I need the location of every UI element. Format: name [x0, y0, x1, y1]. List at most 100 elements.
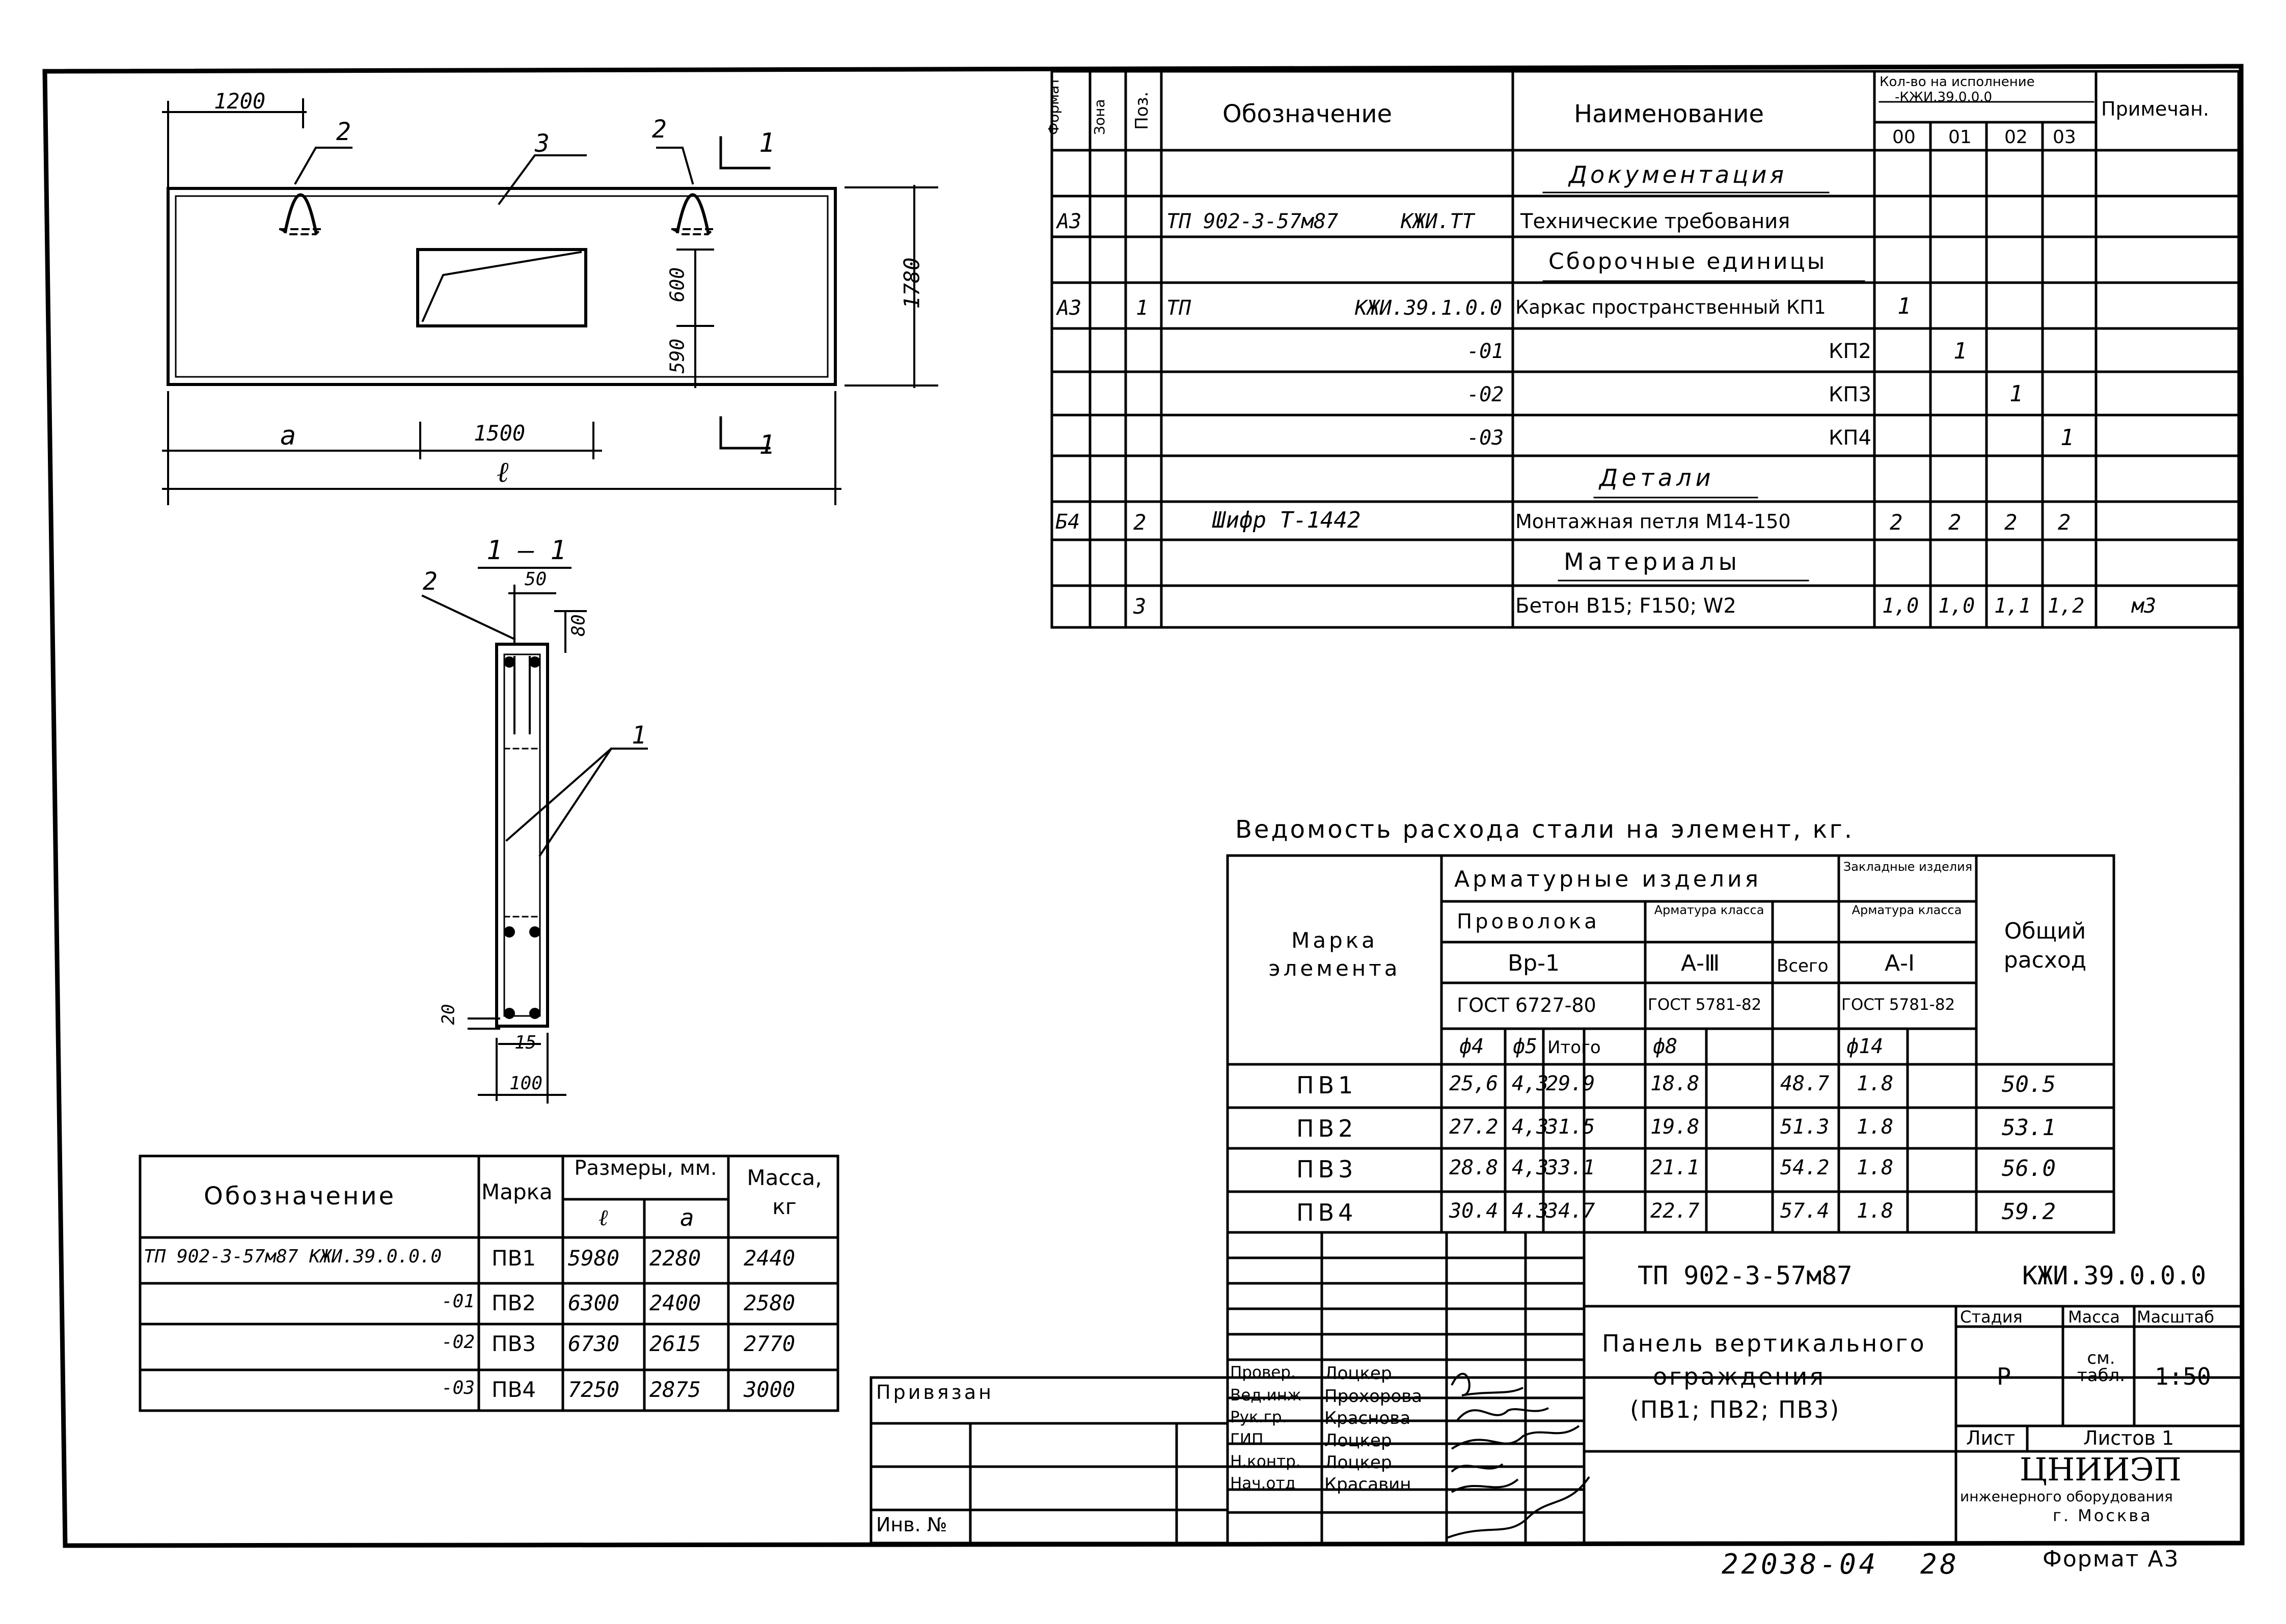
spec-h-zone: Зона: [1091, 99, 1108, 135]
steel-cell-d14: 1.8: [1857, 1156, 1894, 1179]
spec-cell-name: Бетон В15; F150; W2: [1515, 594, 1736, 618]
size-cell-mass: 2440: [744, 1246, 796, 1271]
pos-2-right-label: 2: [652, 115, 667, 144]
size-cell-mass: 3000: [744, 1377, 796, 1402]
steel-cell-vsego: 48.7: [1780, 1072, 1830, 1095]
spec-cell-format: А3: [1057, 296, 1082, 320]
size-cell-mass: 2580: [744, 1290, 796, 1315]
size-cell-a: 2280: [649, 1246, 701, 1271]
steel-cell-overall: 59.2: [2002, 1199, 2056, 1225]
spec-cell-q02: 1,1: [1994, 594, 2031, 618]
steel-cell-d4: 27.2: [1449, 1115, 1499, 1139]
title-block-grid: [869, 1231, 2243, 1545]
size-cell-mark: ПВ3: [492, 1331, 536, 1356]
steel-cell-itogo: 31.5: [1546, 1115, 1595, 1139]
footer-format: Формат А3: [2043, 1546, 2180, 1572]
steel-cell-d8: 18.8: [1650, 1072, 1700, 1095]
steel-h-gost2: ГОСТ 5781-82: [1648, 996, 1762, 1014]
section-mark-top: 1: [759, 128, 775, 158]
stamp-sheet: Лист: [1966, 1427, 2016, 1449]
size-h-a: a: [680, 1204, 694, 1231]
spec-h-format: Формат: [1045, 77, 1062, 135]
stamp-mass-header: Масса: [2068, 1307, 2120, 1327]
spec-cell-des-b: КЖИ.39.1.0.0: [1355, 296, 1502, 320]
stamp-title-1: Панель вертикального: [1602, 1330, 1926, 1357]
steel-cell-d4: 28.8: [1449, 1156, 1499, 1179]
steel-cell-d8: 21.1: [1650, 1156, 1700, 1179]
stamp-role: Н.контр.: [1230, 1452, 1301, 1471]
spec-h-name: Наименование: [1574, 100, 1764, 128]
spec-cell-name: Каркас пространственный КП1: [1515, 296, 1826, 318]
dim-l: ℓ: [497, 456, 509, 489]
steel-h-armcls: Арматура класса: [1654, 903, 1764, 917]
stamp-sheets: Листов 1: [2083, 1427, 2174, 1449]
stamp-title-2: ограждения: [1653, 1363, 1826, 1390]
steel-cell-mark: ПВ1: [1296, 1071, 1357, 1099]
spec-table-grid: [1050, 70, 2240, 629]
spec-cell-name: КП2: [1829, 340, 1871, 363]
spec-section-details: Детали: [1599, 464, 1715, 491]
size-h-dims: Размеры, мм.: [574, 1157, 717, 1180]
steel-cell-vsego: 54.2: [1780, 1156, 1830, 1179]
spec-cell-q00: 1: [1897, 293, 1911, 319]
footer-page: 28: [1920, 1548, 1960, 1580]
steel-h-a3: А-Ⅲ: [1681, 950, 1720, 976]
steel-cell-itogo: 33.1: [1546, 1156, 1595, 1179]
stamp-org-3: г. Москва: [2053, 1506, 2153, 1525]
steel-h-itogo: Итого: [1547, 1037, 1601, 1058]
spec-cell-des-a: ТП 902-3-57м87: [1166, 210, 1339, 233]
stamp-name: Краснова: [1324, 1408, 1411, 1428]
steel-h-bp1: Вр-1: [1508, 950, 1560, 976]
spec-cell-format: Б4: [1055, 510, 1080, 534]
pos-2-left-label: 2: [336, 118, 351, 146]
spec-cell-q03: 2: [2058, 510, 2071, 535]
steel-cell-d5: 4.3: [1512, 1199, 1549, 1223]
section-pos-1: 1: [632, 721, 646, 750]
steel-cell-vsego: 57.4: [1780, 1199, 1830, 1223]
spec-cell-pos: 2: [1133, 510, 1147, 535]
spec-h-02: 02: [2004, 127, 2028, 148]
stamp-mass: см. табл.: [2077, 1348, 2126, 1386]
stamp-role: ГИП: [1230, 1430, 1264, 1449]
steel-h-d4: ф4: [1459, 1035, 1484, 1058]
spec-h-qty2: -КЖИ.39.0.0.0: [1895, 90, 1993, 105]
spec-cell-name: КП4: [1829, 426, 1871, 450]
section-dim-15: 15: [514, 1032, 537, 1053]
size-cell-l: 5980: [568, 1246, 620, 1271]
stamp-name: Лоцкер: [1324, 1452, 1392, 1473]
steel-cell-d8: 19.8: [1650, 1115, 1700, 1139]
size-cell-mark: ПВ4: [492, 1377, 536, 1402]
stamp-role: Вед.инж: [1230, 1386, 1301, 1405]
section-dim-50: 50: [525, 569, 547, 590]
section-dim-20: 20: [438, 1004, 459, 1025]
spec-section-materials: Материалы: [1564, 548, 1741, 575]
size-cell-mark: ПВ2: [492, 1290, 536, 1315]
steel-h-arm: Арматурные изделия: [1454, 866, 1762, 892]
section-dim-80: 80: [568, 614, 589, 637]
size-cell-l: 6300: [568, 1290, 620, 1315]
size-table-grid: [139, 1154, 839, 1412]
stamp-name: Красавин: [1324, 1474, 1411, 1495]
steel-h-wire: Проволока: [1457, 910, 1600, 933]
steel-cell-mark: ПВ4: [1296, 1199, 1357, 1226]
stamp-code: КЖИ.39.0.0.0: [2022, 1261, 2207, 1290]
dim-1500: 1500: [474, 421, 526, 446]
spec-cell-q03: 1: [2060, 425, 2074, 451]
stamp-scale-header: Масштаб: [2137, 1307, 2215, 1327]
size-cell-a: 2400: [649, 1290, 701, 1315]
sheet-border: [42, 64, 2245, 1548]
spec-cell-q03: 1,2: [2048, 594, 2085, 618]
size-cell-a: 2875: [649, 1377, 701, 1402]
footer-number: 22038-04: [1722, 1548, 1879, 1580]
steel-cell-d5: 4,3: [1512, 1115, 1549, 1139]
spec-cell-q00: 2: [1890, 510, 1903, 535]
spec-cell-note: м3: [2132, 594, 2157, 618]
size-h-l: ℓ: [598, 1205, 608, 1231]
stamp-title-3: (ПВ1; ПВ2; ПВ3): [1630, 1396, 1840, 1423]
steel-cell-d4: 25,6: [1449, 1072, 1499, 1095]
steel-h-d5: ф5: [1513, 1035, 1538, 1058]
spec-cell-q00: 1,0: [1882, 594, 1919, 618]
steel-h-d8: ф8: [1653, 1035, 1678, 1058]
section-pos-2: 2: [423, 567, 438, 596]
